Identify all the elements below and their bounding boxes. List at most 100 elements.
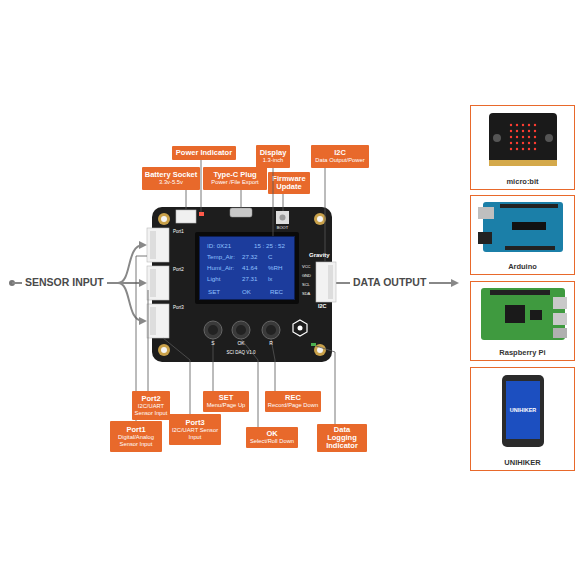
connector-slot: [150, 307, 156, 335]
edge-connector: [489, 160, 557, 166]
display-screen: ID: 0X2115 : 25 : 52Temp_Air:27.32CHumi_…: [199, 236, 295, 300]
callout-box: SETMenu/Page Up: [203, 391, 249, 412]
connector-silkscreen: Gravity: [309, 252, 330, 258]
device-name: micro:bit: [506, 177, 538, 186]
port-connector: [147, 228, 169, 262]
callout-box: Firmware Update: [268, 172, 310, 194]
flow-label: DATA OUTPUT: [350, 277, 429, 288]
callout-title: Port1: [126, 426, 145, 434]
callout-text: Menu/Page Up: [207, 402, 246, 409]
device-name: Arduino: [508, 262, 537, 271]
leader-line: [186, 190, 187, 210]
callout-title: SET: [219, 394, 234, 402]
display-bezel: [195, 232, 299, 304]
logo-hexagon: [293, 320, 307, 336]
button-silkscreen: S: [211, 341, 214, 346]
device-name: Raspberry Pi: [499, 348, 545, 357]
callout-title: Power Indicator: [176, 149, 232, 157]
callout-box: I2CData Output/Power: [311, 145, 369, 168]
connector-silkscreen: I2C: [318, 304, 327, 310]
screen-reading: C: [268, 254, 272, 260]
leader-line: [283, 194, 284, 211]
callout-box: RECRecord/Page Down: [265, 391, 321, 412]
screen-reading: SET: [208, 289, 220, 295]
device-name: UNIHIKER: [504, 458, 540, 467]
battery-socket: [176, 210, 196, 223]
callout-title: REC: [285, 394, 301, 402]
callout-text: I2C/UART Sensor Input: [171, 427, 219, 440]
mounting-hole: [317, 216, 323, 222]
callout-box: Type-C PlugPower /File Export: [203, 167, 267, 190]
knob-button: [204, 321, 222, 339]
leader-line: [316, 346, 335, 424]
callout-box: Data Logging Indicator: [317, 424, 367, 452]
pin-name: SDA: [302, 292, 310, 296]
callout-text: Power /File Export: [211, 179, 258, 186]
callout-title: Firmware Update: [270, 175, 308, 192]
leader-line: [271, 339, 275, 391]
callout-box: Battery Socket3.3v-5.5v: [142, 167, 200, 190]
screen-reading: OK: [242, 289, 251, 295]
mounting-hole: [161, 347, 167, 353]
mounting-hole: [158, 213, 170, 225]
screen-reading: 27.32: [242, 254, 257, 260]
board-name: SCI DAQ V1.0: [226, 351, 255, 356]
callout-text: Record/Page Down: [268, 402, 318, 409]
usb-port: [553, 313, 567, 325]
callout-text: I2C/UART Sensor Input: [134, 403, 168, 416]
screen-reading: Temp_Air:: [207, 254, 235, 260]
callout-text: 1.3-inch: [263, 157, 284, 164]
knob-button-cap: [266, 325, 276, 335]
input-arrow: [118, 283, 143, 321]
screen-reading: 27.31: [242, 276, 257, 282]
pin-name: VCC: [302, 265, 310, 269]
device-card: Raspberry Pi: [470, 281, 575, 361]
leader-line: [201, 160, 202, 212]
pin-header: [505, 246, 555, 250]
callout-title: Port3: [185, 419, 204, 427]
usb-port: [553, 297, 567, 309]
callout-title: I2C: [334, 149, 346, 157]
screen-reading: %RH: [268, 265, 282, 271]
pin-name: GND: [302, 274, 311, 278]
pcb-board: [152, 207, 332, 362]
callout-box: Port2I2C/UART Sensor Input: [132, 391, 170, 420]
callout-box: Port1Digital/Analog Sensor Input: [110, 421, 162, 452]
unihiker-screen: [506, 381, 540, 439]
port-connector: [147, 266, 169, 300]
mounting-hole: [314, 213, 326, 225]
callout-text: Digital/Analog Sensor Input: [112, 434, 160, 447]
callout-title: Display: [260, 149, 287, 157]
leader-line: [273, 168, 274, 236]
callout-text: 3.3v-5.5v: [159, 179, 183, 186]
board-button: [545, 134, 553, 142]
callout-title: Battery Socket: [145, 171, 198, 179]
knob-button-cap: [236, 325, 246, 335]
microbit-board: [489, 113, 557, 165]
flow-label: SENSOR INPUT: [22, 277, 107, 288]
logging-led: [311, 343, 316, 346]
button-silkscreen: R: [269, 341, 273, 346]
screen-reading: 15 : 25 : 52: [254, 243, 285, 249]
boot-button-cap: [280, 215, 286, 221]
screen-reading: Light: [207, 276, 220, 282]
pin-header: [500, 204, 558, 208]
screen-logo: UNIHIKER: [510, 408, 537, 414]
device-card: micro:bit: [470, 105, 575, 190]
device-card: UNIHIKER: [470, 367, 575, 471]
mounting-hole: [158, 344, 170, 356]
arduino-board: [483, 202, 563, 252]
boot-button: [276, 211, 289, 224]
power-led: [199, 212, 204, 216]
callout-box: Power Indicator: [172, 146, 236, 160]
screen-reading: lx: [268, 276, 272, 282]
chip: [505, 305, 525, 323]
knob-button: [232, 321, 250, 339]
knob-button-cap: [208, 325, 218, 335]
input-arrow: [118, 245, 143, 283]
connector-slot: [328, 265, 333, 299]
knob-button: [262, 321, 280, 339]
device-card: Arduino: [470, 195, 575, 275]
